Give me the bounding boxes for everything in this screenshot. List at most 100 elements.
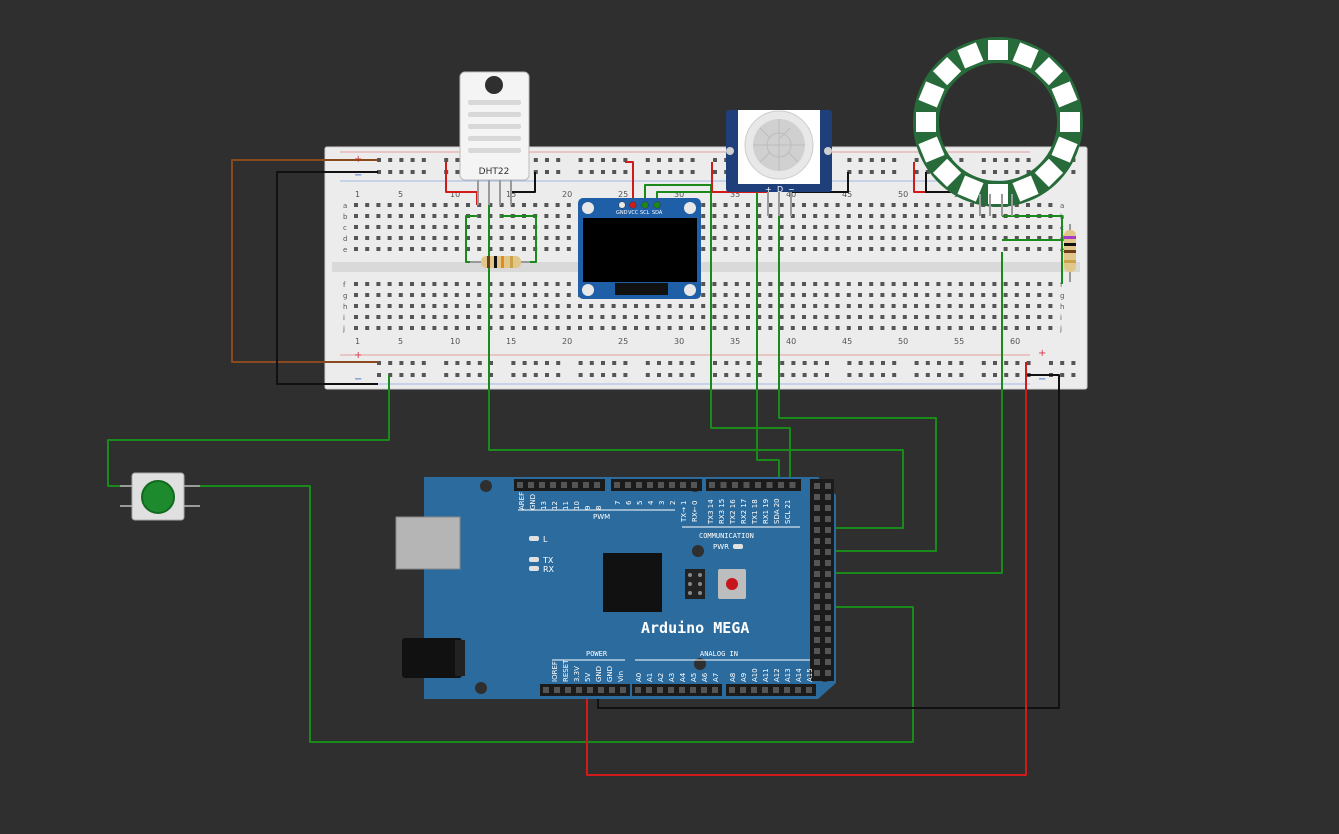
breadboard-hole[interactable] xyxy=(712,247,717,251)
resistor[interactable] xyxy=(1064,224,1076,282)
breadboard-hole[interactable] xyxy=(712,304,717,308)
header-pin[interactable] xyxy=(825,626,831,632)
breadboard-hole[interactable] xyxy=(477,236,482,240)
header-pin[interactable] xyxy=(701,687,707,693)
breadboard-hole[interactable] xyxy=(779,326,784,330)
header-pin[interactable] xyxy=(814,494,820,500)
header-pin[interactable] xyxy=(635,687,641,693)
breadboard-hole[interactable] xyxy=(858,158,863,162)
breadboard-hole[interactable] xyxy=(847,361,852,365)
breadboard-hole[interactable] xyxy=(578,158,583,162)
breadboard-hole[interactable] xyxy=(779,304,784,308)
breadboard-hole[interactable] xyxy=(846,304,851,308)
breadboard-hole[interactable] xyxy=(925,304,930,308)
breadboard-hole[interactable] xyxy=(466,282,470,286)
breadboard-hole[interactable] xyxy=(813,315,818,319)
breadboard-hole[interactable] xyxy=(398,203,403,207)
breadboard-hole[interactable] xyxy=(1071,361,1076,365)
breadboard-hole[interactable] xyxy=(746,247,750,251)
breadboard-hole[interactable] xyxy=(489,361,493,365)
breadboard-hole[interactable] xyxy=(914,282,918,286)
breadboard-hole[interactable] xyxy=(656,304,661,308)
breadboard-hole[interactable] xyxy=(947,225,952,229)
breadboard-hole[interactable] xyxy=(958,225,963,229)
breadboard-hole[interactable] xyxy=(746,315,750,319)
breadboard-hole[interactable] xyxy=(902,293,907,297)
header-pin[interactable] xyxy=(789,482,796,488)
breadboard-hole[interactable] xyxy=(645,373,650,377)
breadboard-hole[interactable] xyxy=(477,304,482,308)
breadboard-hole[interactable] xyxy=(555,203,560,207)
breadboard-hole[interactable] xyxy=(959,361,964,365)
breadboard-hole[interactable] xyxy=(936,282,941,286)
breadboard-hole[interactable] xyxy=(712,203,717,207)
breadboard-hole[interactable] xyxy=(399,158,404,162)
breadboard-hole[interactable] xyxy=(511,361,516,365)
header-pin[interactable] xyxy=(729,687,735,693)
breadboard-hole[interactable] xyxy=(914,293,918,297)
breadboard-hole[interactable] xyxy=(802,214,806,218)
breadboard-hole[interactable] xyxy=(410,236,414,240)
breadboard-hole[interactable] xyxy=(555,214,560,218)
breadboard-hole[interactable] xyxy=(443,247,448,251)
breadboard-hole[interactable] xyxy=(533,282,538,286)
breadboard-hole[interactable] xyxy=(645,304,650,308)
breadboard-hole[interactable] xyxy=(734,293,739,297)
breadboard-hole[interactable] xyxy=(802,326,806,330)
breadboard-hole[interactable] xyxy=(377,170,381,174)
breadboard-hole[interactable] xyxy=(601,170,605,174)
breadboard-hole[interactable] xyxy=(1048,293,1053,297)
breadboard-hole[interactable] xyxy=(981,247,986,251)
header-pin[interactable] xyxy=(657,687,663,693)
breadboard-hole[interactable] xyxy=(880,293,885,297)
breadboard-hole[interactable] xyxy=(477,214,482,218)
header-pin[interactable] xyxy=(814,538,820,544)
breadboard-hole[interactable] xyxy=(779,282,784,286)
breadboard-hole[interactable] xyxy=(802,203,806,207)
breadboard-hole[interactable] xyxy=(432,293,437,297)
header-pin[interactable] xyxy=(825,604,831,610)
breadboard-hole[interactable] xyxy=(510,282,515,286)
breadboard-hole[interactable] xyxy=(399,170,404,174)
breadboard-hole[interactable] xyxy=(443,293,448,297)
header-pin[interactable] xyxy=(572,482,578,488)
breadboard-hole[interactable] xyxy=(555,247,560,251)
header-pin[interactable] xyxy=(679,687,685,693)
dht22-sensor[interactable]: DHT22 xyxy=(459,71,530,205)
breadboard-hole[interactable] xyxy=(824,236,829,240)
breadboard-hole[interactable] xyxy=(891,293,896,297)
breadboard-hole[interactable] xyxy=(466,315,470,319)
breadboard-hole[interactable] xyxy=(992,315,997,319)
breadboard-hole[interactable] xyxy=(410,315,414,319)
breadboard-hole[interactable] xyxy=(735,361,740,365)
breadboard-hole[interactable] xyxy=(421,203,426,207)
breadboard-hole[interactable] xyxy=(477,282,482,286)
breadboard-hole[interactable] xyxy=(589,158,594,162)
breadboard-hole[interactable] xyxy=(847,170,852,174)
breadboard-hole[interactable] xyxy=(555,236,560,240)
breadboard-hole[interactable] xyxy=(1071,170,1076,174)
header-pin[interactable] xyxy=(825,637,831,643)
breadboard-hole[interactable] xyxy=(432,326,437,330)
breadboard-hole[interactable] xyxy=(1014,236,1019,240)
header-pin[interactable] xyxy=(825,659,831,665)
breadboard-hole[interactable] xyxy=(768,214,773,218)
breadboard-hole[interactable] xyxy=(1071,373,1076,377)
breadboard-hole[interactable] xyxy=(398,225,403,229)
breadboard-hole[interactable] xyxy=(790,293,795,297)
breadboard-hole[interactable] xyxy=(902,282,907,286)
header-pin[interactable] xyxy=(814,483,820,489)
breadboard-hole[interactable] xyxy=(477,326,482,330)
header-pin[interactable] xyxy=(732,482,738,488)
header-pin[interactable] xyxy=(647,482,653,488)
breadboard-hole[interactable] xyxy=(522,304,526,308)
breadboard-hole[interactable] xyxy=(947,236,952,240)
breadboard-hole[interactable] xyxy=(858,304,862,308)
breadboard-hole[interactable] xyxy=(790,247,795,251)
breadboard-hole[interactable] xyxy=(443,326,448,330)
breadboard-hole[interactable] xyxy=(555,315,560,319)
header-pin[interactable] xyxy=(814,560,820,566)
breadboard-hole[interactable] xyxy=(566,293,571,297)
breadboard-hole[interactable] xyxy=(600,304,605,308)
breadboard-hole[interactable] xyxy=(589,326,594,330)
